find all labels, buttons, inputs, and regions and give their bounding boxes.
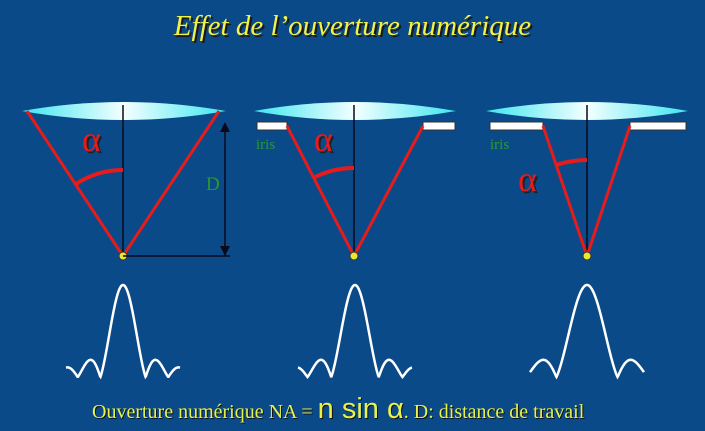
marginal-ray-right <box>352 125 425 257</box>
focal-point <box>582 251 592 261</box>
marginal-ray-left <box>541 125 589 257</box>
panel-2 <box>254 102 456 261</box>
alpha-label-1: α <box>82 119 101 159</box>
iris-bar <box>489 121 544 131</box>
marginal-ray-right <box>585 125 632 257</box>
airy-pattern-3 <box>528 283 646 380</box>
angle-arc <box>74 168 124 186</box>
panel-1 <box>22 102 230 261</box>
iris-bar <box>629 121 687 131</box>
caption-prefix: Ouverture numérique NA = <box>92 401 318 423</box>
iris-bar <box>256 121 288 131</box>
slide-title: Effet de l’ouverture numérique <box>173 10 532 42</box>
lens <box>254 102 456 120</box>
marginal-ray-left <box>25 110 125 257</box>
arrow-head-down <box>220 246 230 256</box>
airy-pattern-2 <box>297 283 413 379</box>
caption-suffix: . D: distance de travail <box>403 401 585 423</box>
angle-arc <box>555 158 588 167</box>
marginal-ray-left <box>285 125 356 257</box>
iris-label-3: iris <box>490 137 510 153</box>
arrow-head-up <box>220 122 230 132</box>
alpha-label-3: α <box>518 159 537 199</box>
lens <box>22 102 226 120</box>
marginal-ray-right <box>121 110 221 257</box>
working-distance-label: D <box>206 174 220 195</box>
iris-label-2: iris <box>256 137 276 153</box>
angle-arc <box>312 166 355 180</box>
panel-3 <box>486 102 688 261</box>
airy-pattern-1 <box>65 283 181 380</box>
alpha-label-2: α <box>314 119 333 159</box>
na-formula: n sin α <box>317 393 404 425</box>
iris-bar <box>422 121 456 131</box>
caption: Ouverture numérique NA = n sin α. D: dis… <box>92 393 584 426</box>
focal-point <box>349 251 359 261</box>
